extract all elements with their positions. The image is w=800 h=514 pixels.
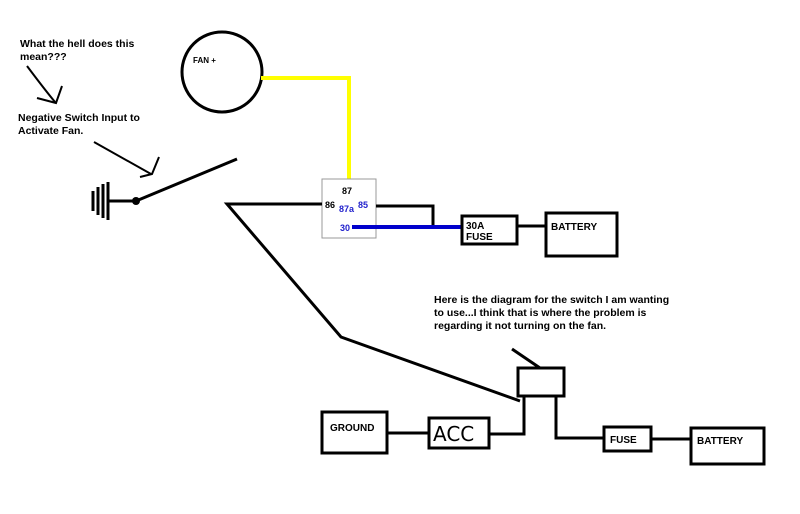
relay-pin-86: 86	[325, 200, 335, 210]
ground-symbol-icon	[91, 182, 134, 220]
switch-to-fuse-wire	[554, 396, 604, 440]
top-fuse-box	[460, 214, 519, 246]
switch-to-acc-wire	[489, 396, 526, 436]
bottom-fuse-label: FUSE	[610, 435, 637, 446]
switch-input-arrow	[93, 141, 160, 178]
top-battery-box	[544, 211, 619, 258]
relay-pin-30: 30	[340, 223, 350, 233]
top-battery-label: BATTERY	[551, 222, 597, 233]
switch-diagram-note-line-3: regarding it not turning on the fan.	[434, 320, 606, 332]
switch-input-note: Negative Switch Input to Activate Fan.	[18, 112, 140, 137]
top-fuse-line-1: 30A	[466, 221, 484, 232]
question-note: What the hell does this mean???	[20, 38, 135, 63]
bottom-battery-box	[689, 426, 766, 466]
bottom-switch-box	[516, 366, 566, 398]
acc-label: ACC	[433, 422, 474, 446]
fan-circle	[180, 30, 264, 114]
question-arrow	[26, 65, 63, 105]
question-note-line-2: mean???	[20, 51, 67, 63]
switch-diagram-note: Here is the diagram for the switch I am …	[434, 294, 669, 332]
top-fuse-line-2: FUSE	[466, 232, 493, 243]
switch-diagram-note-line-1: Here is the diagram for the switch I am …	[434, 294, 669, 306]
switch-diagram-note-line-2: to use...I think that is where the probl…	[434, 307, 647, 319]
relay-pin-87: 87	[342, 186, 352, 196]
ground-label: GROUND	[330, 423, 374, 434]
relay-pin-85: 85	[358, 200, 368, 210]
switch-input-note-line-2: Activate Fan.	[18, 125, 83, 137]
switch-lever	[135, 157, 238, 203]
relay-86-wire	[223, 202, 521, 403]
fan-label: FAN +	[193, 56, 216, 65]
question-note-line-1: What the hell does this	[20, 38, 135, 50]
acc-box	[427, 416, 491, 450]
switch-input-note-line-1: Negative Switch Input to	[18, 112, 140, 124]
relay-85-wire	[376, 204, 461, 229]
relay-pin-87a: 87a	[339, 204, 355, 214]
bottom-battery-label: BATTERY	[697, 436, 743, 447]
fan-to-relay-wire	[261, 76, 351, 182]
bottom-switch-lever	[511, 347, 541, 370]
